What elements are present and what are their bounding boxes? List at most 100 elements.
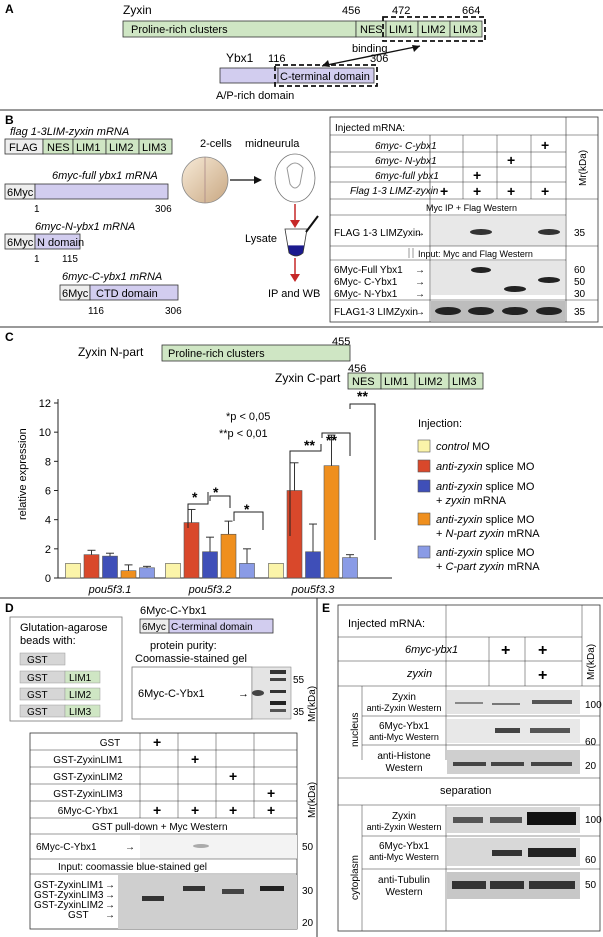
full-end: 306 bbox=[155, 204, 172, 215]
input-c-band bbox=[538, 277, 560, 283]
beads-label-1: Glutation-agarose bbox=[20, 622, 107, 634]
ybx1-pos-306: 306 bbox=[370, 53, 388, 65]
e-mw-100b: 100 bbox=[585, 815, 602, 826]
pd-row-lim3: GST-ZyxinLIM3 bbox=[53, 789, 123, 800]
b-mw-30: 30 bbox=[574, 289, 586, 300]
full-start: 1 bbox=[34, 204, 40, 215]
svg-text:→: → bbox=[105, 890, 115, 901]
d-cterm-label: C-terminal domain bbox=[171, 622, 253, 633]
svg-text:→: → bbox=[415, 289, 425, 300]
binding-arrowhead-right bbox=[412, 45, 420, 52]
b-mw-50: 50 bbox=[574, 277, 586, 288]
gel-label-lim3: GST-ZyxinLIM3 bbox=[34, 890, 104, 901]
e-western-histone: Western bbox=[385, 763, 422, 774]
row-c-ybx1: 6myc- C-ybx1 bbox=[375, 141, 437, 152]
bar bbox=[342, 557, 358, 579]
bead-gst-4: GST bbox=[27, 707, 48, 718]
e-western-tubulin: Western bbox=[385, 887, 422, 898]
x-category-label: pou5f3.2 bbox=[188, 584, 232, 596]
bar bbox=[202, 551, 218, 579]
svg-text:→: → bbox=[415, 265, 425, 276]
ybx1-pos-116: 116 bbox=[268, 53, 286, 65]
sig-pou2-b: * bbox=[213, 484, 219, 500]
bar bbox=[220, 533, 237, 579]
input-gel-label: Input: coomassie blue-stained gel bbox=[58, 862, 207, 873]
x-category-label: pou5f3.3 bbox=[291, 584, 336, 596]
legend-label: control MO bbox=[436, 441, 490, 453]
pd-plus-gst: + bbox=[153, 734, 161, 750]
e-anti-histone: anti-Histone bbox=[377, 751, 431, 762]
e-mw-60a: 60 bbox=[585, 737, 597, 748]
legend-swatch bbox=[417, 459, 431, 473]
chart-bars: pou5f3.1 pou5f3.2 pou5f3.3 bbox=[65, 434, 358, 596]
binding-label: binding bbox=[352, 43, 387, 55]
e-anti-tubulin: anti-Tubulin bbox=[378, 875, 430, 886]
y-tick-label: 2 bbox=[45, 544, 51, 556]
n-part-domain: Proline-rich clusters bbox=[168, 348, 265, 360]
n-myc-tag: 6Myc bbox=[7, 237, 34, 249]
e-mw-50: 50 bbox=[585, 880, 597, 891]
injected-label: Injected mRNA: bbox=[335, 123, 405, 134]
bar bbox=[65, 563, 81, 579]
pd-plus-myc-3: + bbox=[229, 802, 237, 818]
gel-label-lim2: GST-ZyxinLIM2 bbox=[34, 900, 104, 911]
flag-box-1: NES bbox=[47, 142, 70, 154]
e-row-myc-ybx1: 6myc-ybx1 bbox=[405, 644, 458, 656]
svg-text:→: → bbox=[415, 307, 425, 318]
svg-text:→: → bbox=[105, 910, 115, 921]
plus-flag-lane2: + bbox=[473, 183, 481, 199]
zyxin-lim1-label: LIM1 bbox=[389, 24, 413, 36]
gel-label-lim1: GST-ZyxinLIM1 bbox=[34, 880, 104, 891]
b-mw-35a: 35 bbox=[574, 228, 586, 239]
c-part-456: 456 bbox=[348, 363, 366, 375]
c-domain-label: CTD domain bbox=[96, 288, 158, 300]
ybx1-label: Ybx1 bbox=[226, 51, 254, 65]
d-mr-label-top: Mr(kDa) bbox=[307, 686, 318, 722]
row-full-ybx1: 6myc-full ybx1 bbox=[375, 171, 439, 182]
d-myc-tag: 6Myc bbox=[142, 622, 166, 633]
b-mw-35b: 35 bbox=[574, 307, 586, 318]
input-flag-blot bbox=[431, 301, 565, 321]
panel-d: D Glutation-agarose beads with: GST GST … bbox=[5, 601, 318, 930]
significance-brackets bbox=[187, 403, 376, 540]
pulldown-blot bbox=[140, 835, 297, 859]
pd-plus-lim1: + bbox=[191, 751, 199, 767]
plus-flag-lane3: + bbox=[507, 183, 515, 199]
zyxin-lim3-box bbox=[449, 20, 483, 38]
panel-dividers bbox=[0, 109, 603, 937]
panel-b-blot-table: Injected mRNA: 6myc- C-ybx1 6myc- N-ybx1… bbox=[329, 116, 599, 323]
c-ybx1-mrna-label: 6myc-C-ybx1 mRNA bbox=[62, 271, 162, 283]
bar bbox=[305, 551, 321, 579]
ip-wb-label: IP and WB bbox=[268, 288, 320, 300]
y-tick-label: 12 bbox=[39, 398, 51, 410]
y-tick-label: 10 bbox=[39, 427, 51, 439]
pd-plus-lim3: + bbox=[267, 785, 275, 801]
gel-label-gst: GST bbox=[68, 910, 89, 921]
zyxin-nes-label: NES bbox=[360, 24, 383, 36]
zyxin-pos-664: 664 bbox=[462, 5, 480, 17]
sig-pou3-b: ** bbox=[326, 432, 337, 448]
sig-pou2-a: * bbox=[192, 489, 198, 505]
x-category-label: pou5f3.1 bbox=[88, 584, 132, 596]
bar bbox=[183, 522, 200, 579]
purity-label-1: protein purity: bbox=[150, 640, 217, 652]
c-end: 306 bbox=[165, 306, 182, 317]
bar bbox=[323, 465, 340, 579]
c-start: 116 bbox=[88, 306, 104, 317]
sig-legend-2: **p < 0,01 bbox=[219, 428, 268, 440]
ybx1-ap-label: A/P-rich domain bbox=[216, 90, 294, 102]
row-n-ybx1: 6myc- N-ybx1 bbox=[375, 156, 437, 167]
svg-text:→: → bbox=[125, 842, 135, 853]
y-tick-label: 8 bbox=[45, 456, 51, 468]
c-part-lim3: LIM3 bbox=[452, 376, 476, 388]
bar bbox=[120, 570, 137, 579]
c-part-lim2: LIM2 bbox=[418, 376, 442, 388]
full-ybx1-box bbox=[34, 183, 169, 200]
e-anti-myc-n: anti-Myc Western bbox=[369, 732, 439, 742]
panel-a: A Zyxin 456 472 664 Proline-rich cluster… bbox=[5, 2, 486, 102]
lysate-label: Lysate bbox=[245, 233, 277, 245]
input-full-band bbox=[471, 267, 491, 273]
panel-b: B flag 1-3LIM-zyxin mRNA FLAG NES LIM1 L… bbox=[4, 113, 599, 323]
svg-text:→: → bbox=[105, 900, 115, 911]
